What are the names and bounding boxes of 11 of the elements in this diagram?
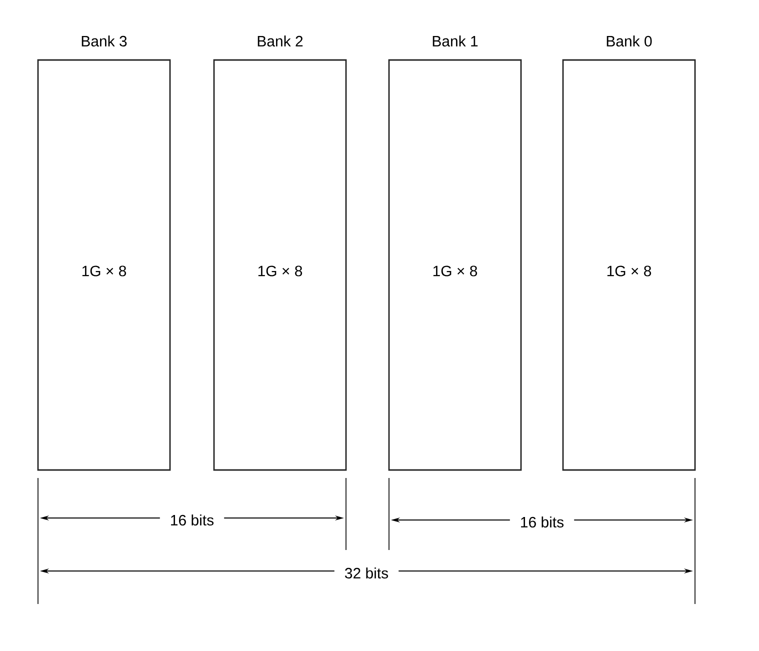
dimension-label: 16 bits xyxy=(160,512,224,528)
bank-label: Bank 1 xyxy=(432,36,478,46)
dimension-label: 32 bits xyxy=(334,566,399,581)
bank-box: 1G × 8 xyxy=(213,59,347,471)
dimension-label: 16 bits xyxy=(510,514,574,530)
bank-label: Bank 3 xyxy=(82,36,127,46)
bank-box: 1G × 8 xyxy=(37,59,171,471)
bank-box: 1G × 8 xyxy=(562,59,696,471)
bank-box: 1G × 8 xyxy=(388,59,522,471)
bank-label: Bank 0 xyxy=(606,36,652,46)
bank-label: Bank 2 xyxy=(258,36,303,46)
